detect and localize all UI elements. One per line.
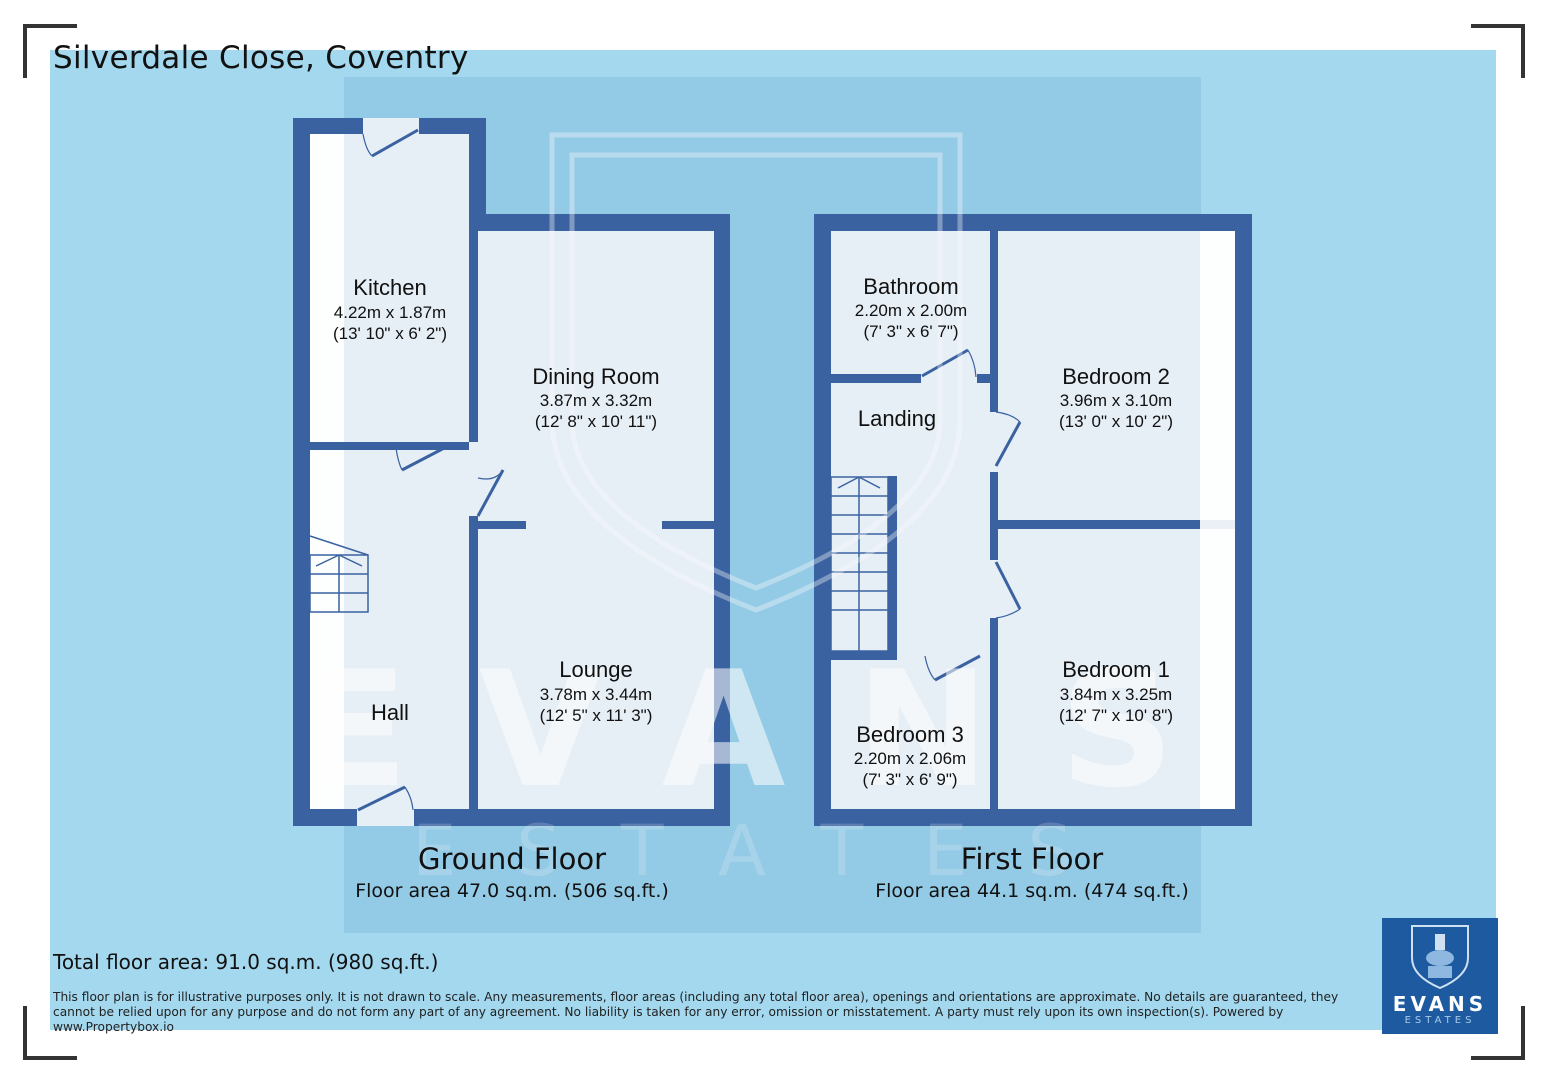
total-floor-area: Total floor area: 91.0 sq.m. (980 sq.ft.… bbox=[53, 950, 439, 974]
dining-room-label: Dining Room bbox=[532, 364, 659, 389]
bedroom-1-metric: 3.84m x 3.25m bbox=[1060, 685, 1172, 704]
bedroom-1-label: Bedroom 1 bbox=[1062, 657, 1170, 682]
property-title: Silverdale Close, Coventry bbox=[53, 40, 469, 76]
kitchen-metric: 4.22m x 1.87m bbox=[334, 303, 446, 322]
hall-label: Hall bbox=[371, 700, 409, 725]
crop-mark-top-left bbox=[23, 24, 77, 78]
svg-text:EVANS: EVANS bbox=[299, 636, 1244, 823]
evans-estates-logo: EVANS ESTATES bbox=[1382, 918, 1498, 1034]
lounge-imperial: (12' 5" x 11' 3") bbox=[540, 706, 653, 725]
bedroom-3-imperial: (7' 3" x 6' 9") bbox=[862, 770, 957, 789]
crop-mark-top-right bbox=[1471, 24, 1525, 78]
lounge-label: Lounge bbox=[559, 657, 632, 682]
watermark-text: EVANS bbox=[299, 636, 1244, 823]
first-floor-caption: First Floor Floor area 44.1 sq.m. (474 s… bbox=[832, 842, 1232, 906]
lounge-metric: 3.78m x 3.44m bbox=[540, 685, 652, 704]
ground-floor-area: Floor area 47.0 sq.m. (506 sq.ft.) bbox=[355, 880, 669, 902]
bathroom-metric: 2.20m x 2.00m bbox=[855, 301, 967, 320]
first-floor-title: First Floor bbox=[960, 842, 1104, 876]
ground-floor-caption: Ground Floor Floor area 47.0 sq.m. (506 … bbox=[312, 842, 712, 906]
kitchen-label: Kitchen bbox=[353, 275, 426, 300]
staircase-ground bbox=[309, 535, 369, 613]
bedroom-1-imperial: (12' 7" x 10' 8") bbox=[1059, 706, 1173, 725]
room-bathroom bbox=[831, 231, 990, 374]
ground-floor-plan bbox=[293, 118, 730, 826]
room-bedroom-3 bbox=[831, 660, 990, 809]
svg-text:ESTATES: ESTATES bbox=[412, 810, 1132, 892]
shield-icon bbox=[1411, 925, 1469, 990]
watermark-logo bbox=[549, 132, 963, 613]
bathroom-imperial: (7' 3" x 6' 7") bbox=[863, 322, 958, 341]
room-bedroom-2 bbox=[998, 231, 1235, 520]
bedroom-2-imperial: (13' 0" x 10' 2") bbox=[1059, 412, 1173, 431]
ground-floor-title: Ground Floor bbox=[417, 842, 607, 876]
dining-room-imperial: (12' 8" x 10' 11") bbox=[535, 412, 657, 431]
landing-label: Landing bbox=[858, 406, 936, 431]
room-dining-lounge bbox=[478, 231, 714, 809]
disclaimer-text: This floor plan is for illustrative purp… bbox=[53, 990, 1339, 1034]
bathroom-label: Bathroom bbox=[863, 274, 958, 299]
bedroom-2-label: Bedroom 2 bbox=[1062, 364, 1170, 389]
first-floor-plan bbox=[814, 214, 1252, 826]
crop-mark-bottom-left bbox=[23, 1006, 77, 1060]
kitchen-imperial: (13' 10" x 6' 2") bbox=[333, 324, 447, 343]
logo-sub: ESTATES bbox=[1404, 1015, 1476, 1026]
room-bedroom-1 bbox=[998, 529, 1235, 809]
crop-mark-bottom-right bbox=[1471, 1006, 1525, 1060]
logo-brand: EVANS bbox=[1392, 992, 1488, 1016]
bedroom-3-metric: 2.20m x 2.06m bbox=[854, 749, 966, 768]
first-floor-area: Floor area 44.1 sq.m. (474 sq.ft.) bbox=[875, 880, 1189, 902]
bedroom-3-label: Bedroom 3 bbox=[856, 722, 964, 747]
staircase-first bbox=[830, 476, 889, 652]
dining-room-metric: 3.87m x 3.32m bbox=[540, 391, 652, 410]
bedroom-2-metric: 3.96m x 3.10m bbox=[1060, 391, 1172, 410]
